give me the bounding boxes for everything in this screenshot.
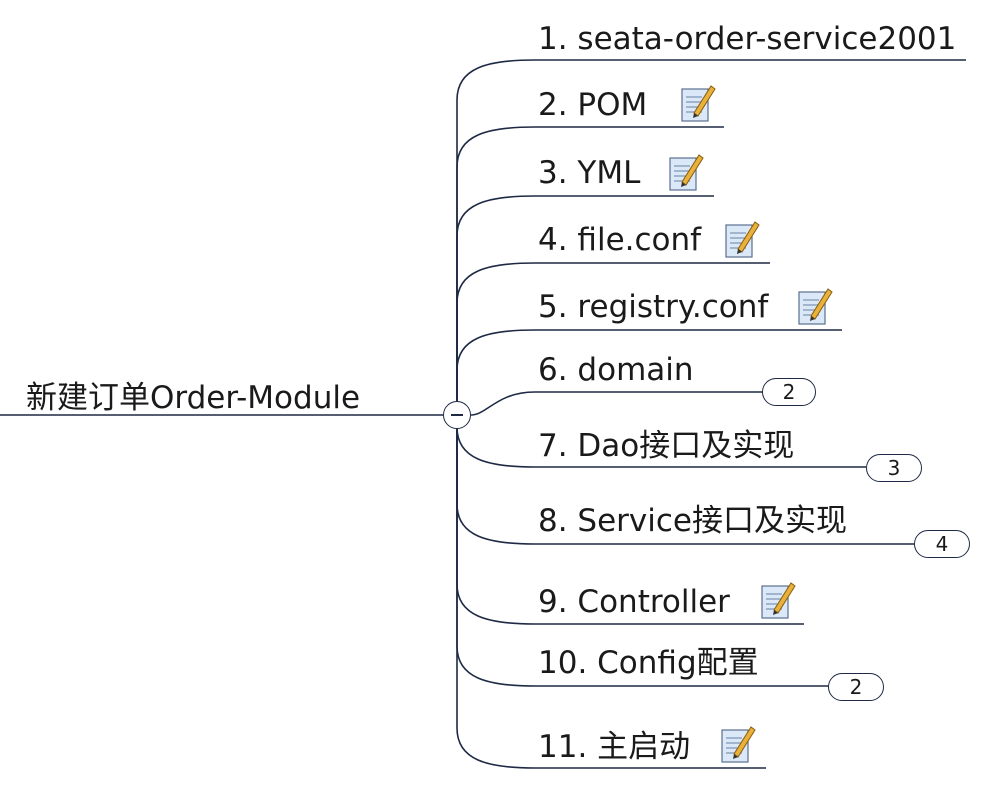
collapsed-count-badge[interactable]: 3	[866, 454, 922, 482]
branch-topic-4[interactable]: 4. file.conf	[538, 222, 702, 258]
branch-connector-8	[456, 429, 536, 545]
branch-topic-6[interactable]: 6. domain	[538, 352, 694, 388]
branch-topic-1[interactable]: 1. seata-order-service2001	[538, 21, 957, 57]
note-icon[interactable]	[724, 219, 760, 259]
collapse-toggle[interactable]	[443, 401, 471, 429]
branch-topic-5[interactable]: 5. registry.conf	[538, 289, 769, 325]
note-icon[interactable]	[720, 724, 756, 764]
branch-topic-11[interactable]: 11. 主启动	[538, 729, 691, 765]
branch-topic-3[interactable]: 3. YML	[538, 155, 641, 191]
branch-connector-5	[456, 329, 536, 401]
branch-connector-1	[456, 59, 536, 401]
branch-connector-11	[456, 429, 536, 769]
collapsed-count-badge[interactable]: 4	[914, 530, 970, 558]
collapsed-count-badge[interactable]: 2	[762, 378, 816, 406]
collapsed-count-badge[interactable]: 2	[828, 673, 884, 701]
branch-connector-6	[470, 391, 536, 416]
branch-connector-4	[456, 262, 536, 401]
note-icon[interactable]	[668, 152, 704, 192]
branch-topic-8[interactable]: 8. Service接口及实现	[538, 503, 848, 539]
branch-connector-3	[456, 195, 536, 401]
note-icon[interactable]	[760, 580, 796, 620]
branch-topic-7[interactable]: 7. Dao接口及实现	[538, 428, 795, 464]
branch-connector-2	[456, 126, 536, 401]
branch-connector-9	[456, 429, 536, 625]
note-icon[interactable]	[797, 286, 833, 326]
branch-topic-10[interactable]: 10. Config配置	[538, 645, 759, 681]
branch-topic-9[interactable]: 9. Controller	[538, 584, 730, 620]
note-icon[interactable]	[680, 83, 716, 123]
branch-connector-7	[456, 426, 536, 468]
branch-topic-2[interactable]: 2. POM	[538, 87, 648, 123]
root-topic[interactable]: 新建订单Order-Module	[26, 380, 361, 416]
